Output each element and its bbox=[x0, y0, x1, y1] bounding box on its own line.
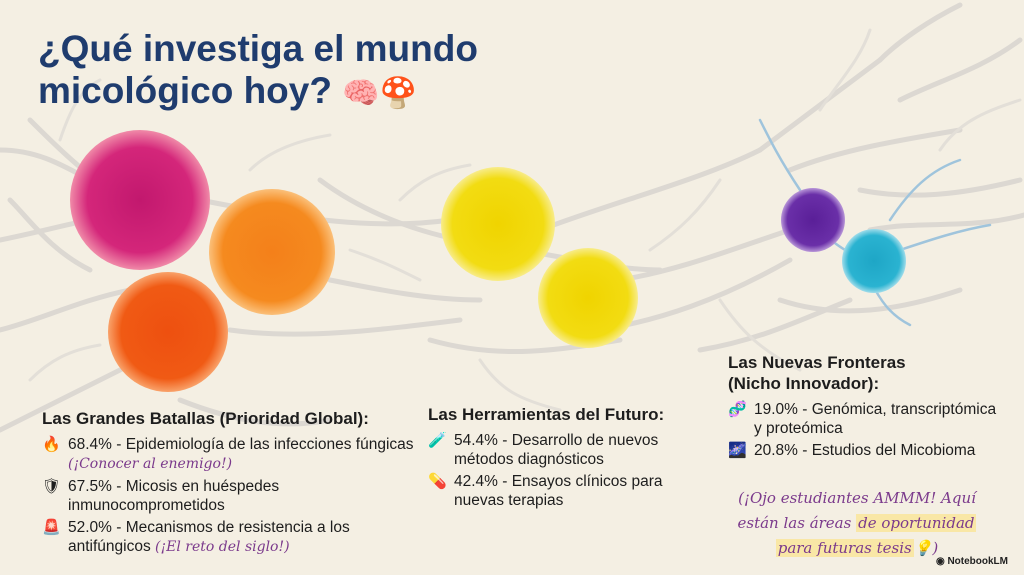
student-callout: (¡Ojo estudiantes AMMM! Aquí están las á… bbox=[722, 486, 992, 561]
item-text: 54.4% - Desarrollo de nuevos métodos dia… bbox=[454, 432, 659, 468]
item-text: 68.4% - Epidemiología de las infecciones… bbox=[68, 436, 414, 453]
siren-icon: 🚨 bbox=[42, 519, 61, 536]
tools-heading: Las Herramientas del Futuro: bbox=[428, 405, 665, 424]
list-item: 🔥 68.4% - Epidemiología de las infeccion… bbox=[42, 435, 414, 474]
lightbulb-icon: 💡 bbox=[913, 539, 933, 557]
list-item: 🧪 54.4% - Desarrollo de nuevos métodos d… bbox=[428, 431, 698, 469]
orange-spore bbox=[209, 189, 335, 315]
notebooklm-logo-icon: ◉ bbox=[935, 556, 945, 567]
list-item: 💊 42.4% - Ensayos clínicos para nuevas t… bbox=[428, 472, 698, 510]
section-tools: Las Herramientas del Futuro: 🧪 54.4% - D… bbox=[428, 404, 698, 513]
fire-icon: 🔥 bbox=[42, 436, 61, 453]
test-tube-icon: 🧪 bbox=[428, 432, 447, 449]
brand-watermark: ◉ NotebookLM bbox=[936, 556, 1008, 567]
list-item: 🚨 52.0% - Mecanismos de resistencia a lo… bbox=[42, 518, 414, 557]
item-text: 19.0% - Genómica, transcriptómica y prot… bbox=[754, 401, 997, 437]
shield-icon: 🛡 bbox=[42, 478, 62, 495]
pill-icon: 💊 bbox=[428, 473, 447, 490]
list-item: 🧬 19.0% - Genómica, transcriptómica y pr… bbox=[728, 400, 1000, 438]
brand-label: NotebookLM bbox=[947, 556, 1008, 567]
item-text: 52.0% - Mecanismos de resistencia a los … bbox=[68, 519, 350, 555]
page-title: ¿Qué investiga el mundo micológico hoy? … bbox=[38, 28, 558, 115]
frontiers-heading: Las Nuevas Fronteras (Nicho Innovador): bbox=[728, 353, 906, 393]
magenta-spore bbox=[70, 130, 210, 270]
callout-text: (¡Ojo estudiantes AMMM! Aquí están las á… bbox=[737, 489, 976, 532]
yellow-spore-1 bbox=[441, 167, 555, 281]
list-item: 🌌 20.8% - Estudios del Micobioma bbox=[728, 441, 1000, 460]
callout-end: ) bbox=[932, 539, 939, 557]
galaxy-icon: 🌌 bbox=[728, 442, 747, 459]
item-note: (¡Conocer al enemigo!) bbox=[68, 456, 233, 472]
dna-icon: 🧬 bbox=[728, 401, 747, 418]
brain-mushroom-icon: 🧠🍄 bbox=[342, 77, 417, 110]
item-note: (¡El reto del siglo!) bbox=[155, 539, 290, 555]
mycelium-network-thin bbox=[28, 28, 1022, 412]
callout-highlight-1: de oportunidad bbox=[856, 514, 977, 532]
callout-highlight-2: para futuras tesis bbox=[775, 539, 914, 557]
item-text: 67.5% - Micosis en huéspedes inmunocompr… bbox=[68, 478, 280, 514]
title-text: ¿Qué investiga el mundo micológico hoy? bbox=[38, 28, 478, 111]
purple-spore bbox=[781, 188, 845, 252]
item-text: 42.4% - Ensayos clínicos para nuevas ter… bbox=[454, 473, 663, 509]
yellow-spore-2 bbox=[538, 248, 638, 348]
section-battles: Las Grandes Batallas (Prioridad Global):… bbox=[42, 408, 414, 560]
battles-heading: Las Grandes Batallas (Prioridad Global): bbox=[42, 409, 369, 428]
red-orange-spore bbox=[108, 272, 228, 392]
section-frontiers: Las Nuevas Fronteras (Nicho Innovador): … bbox=[728, 352, 1000, 463]
cyan-spore bbox=[842, 229, 906, 293]
item-text: 20.8% - Estudios del Micobioma bbox=[754, 442, 976, 459]
list-item: 🛡 67.5% - Micosis en huéspedes inmunocom… bbox=[42, 477, 414, 515]
